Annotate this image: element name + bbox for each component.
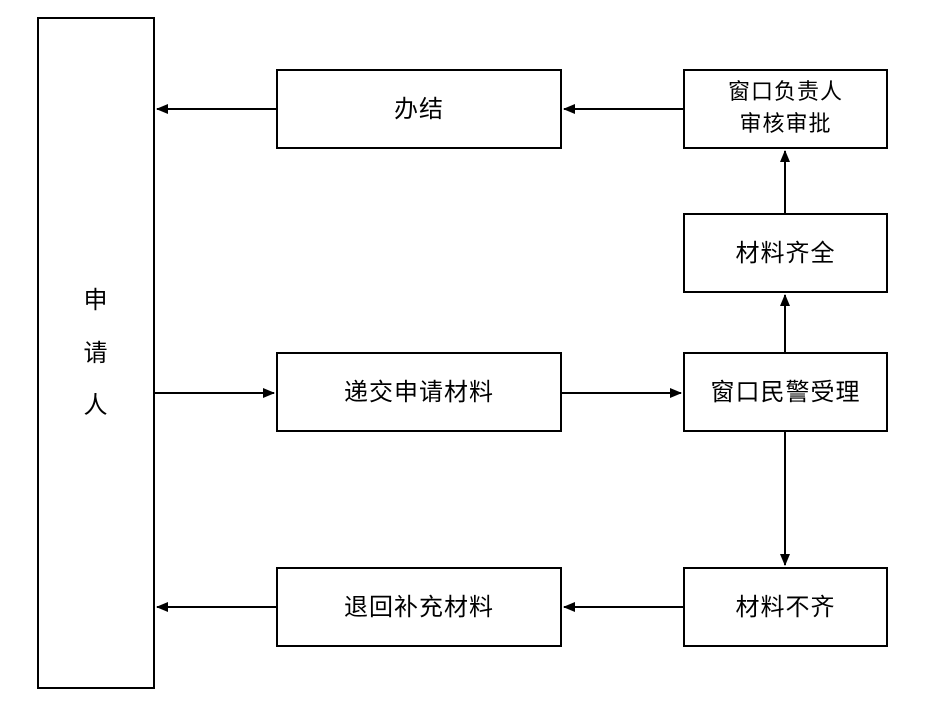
applicant-box: 申 请 人 <box>37 17 155 689</box>
node-window-accept: 窗口民警受理 <box>683 352 888 432</box>
node-materials-complete: 材料齐全 <box>683 213 888 293</box>
node-approve-line-1: 窗口负责人 <box>727 80 843 106</box>
node-approve-line-2: 审核审批 <box>739 112 832 137</box>
applicant-char-1: 申 <box>83 286 109 315</box>
node-materials-complete-label: 材料齐全 <box>735 238 836 267</box>
node-approve: 窗口负责人 审核审批 <box>683 69 888 149</box>
node-submit-materials: 递交申请材料 <box>276 352 562 432</box>
node-materials-incomplete: 材料不齐 <box>683 567 888 647</box>
node-return-supplement: 退回补充材料 <box>276 567 562 647</box>
applicant-char-3: 人 <box>83 391 109 420</box>
applicant-char-2: 请 <box>83 338 109 367</box>
node-banjie: 办结 <box>276 69 562 149</box>
node-submit-materials-label: 递交申请材料 <box>344 377 494 406</box>
node-materials-incomplete-label: 材料不齐 <box>735 592 836 621</box>
node-window-accept-label: 窗口民警受理 <box>710 377 861 406</box>
node-banjie-label: 办结 <box>394 94 444 123</box>
node-return-supplement-label: 退回补充材料 <box>344 592 494 621</box>
